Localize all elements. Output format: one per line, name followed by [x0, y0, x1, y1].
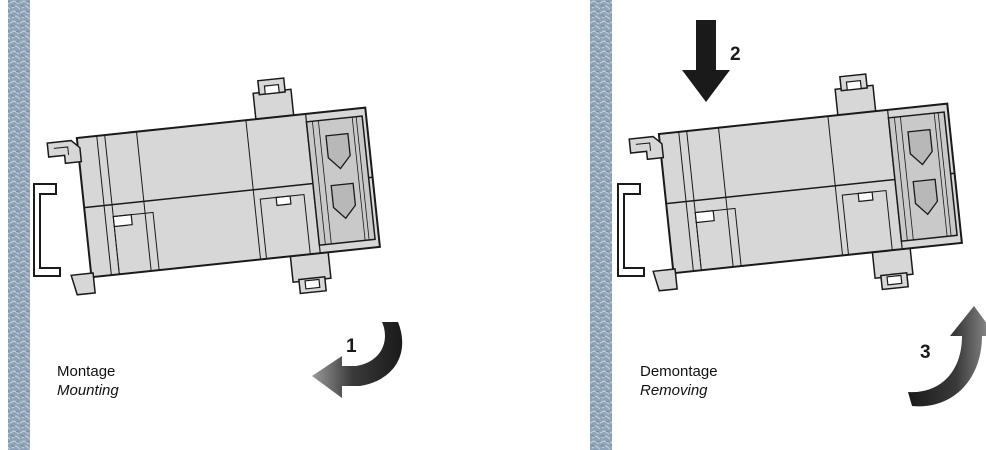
down-arrow-2	[682, 20, 730, 102]
curved-arrow-3	[908, 306, 986, 407]
din-rail-right	[617, 183, 645, 277]
step-number-2: 2	[730, 44, 741, 65]
step-number-3: 3	[920, 342, 931, 363]
caption-mounting: Montage Mounting	[57, 362, 119, 400]
module-right	[624, 64, 967, 316]
caption-removing: Demontage Removing	[640, 362, 718, 400]
caption-removing-de: Demontage	[640, 363, 718, 380]
caption-mounting-en: Mounting	[57, 382, 119, 399]
panel-mounting: 1	[8, 0, 403, 450]
din-rail-left	[33, 183, 61, 277]
caption-removing-en: Removing	[640, 382, 708, 399]
panel-removing: 2 3	[590, 0, 986, 450]
step-number-1: 1	[346, 336, 357, 357]
wall-right	[590, 0, 612, 450]
caption-mounting-de: Montage	[57, 363, 116, 380]
curved-arrow-1	[312, 322, 403, 398]
module-left	[42, 68, 385, 320]
wall-left	[8, 0, 30, 450]
